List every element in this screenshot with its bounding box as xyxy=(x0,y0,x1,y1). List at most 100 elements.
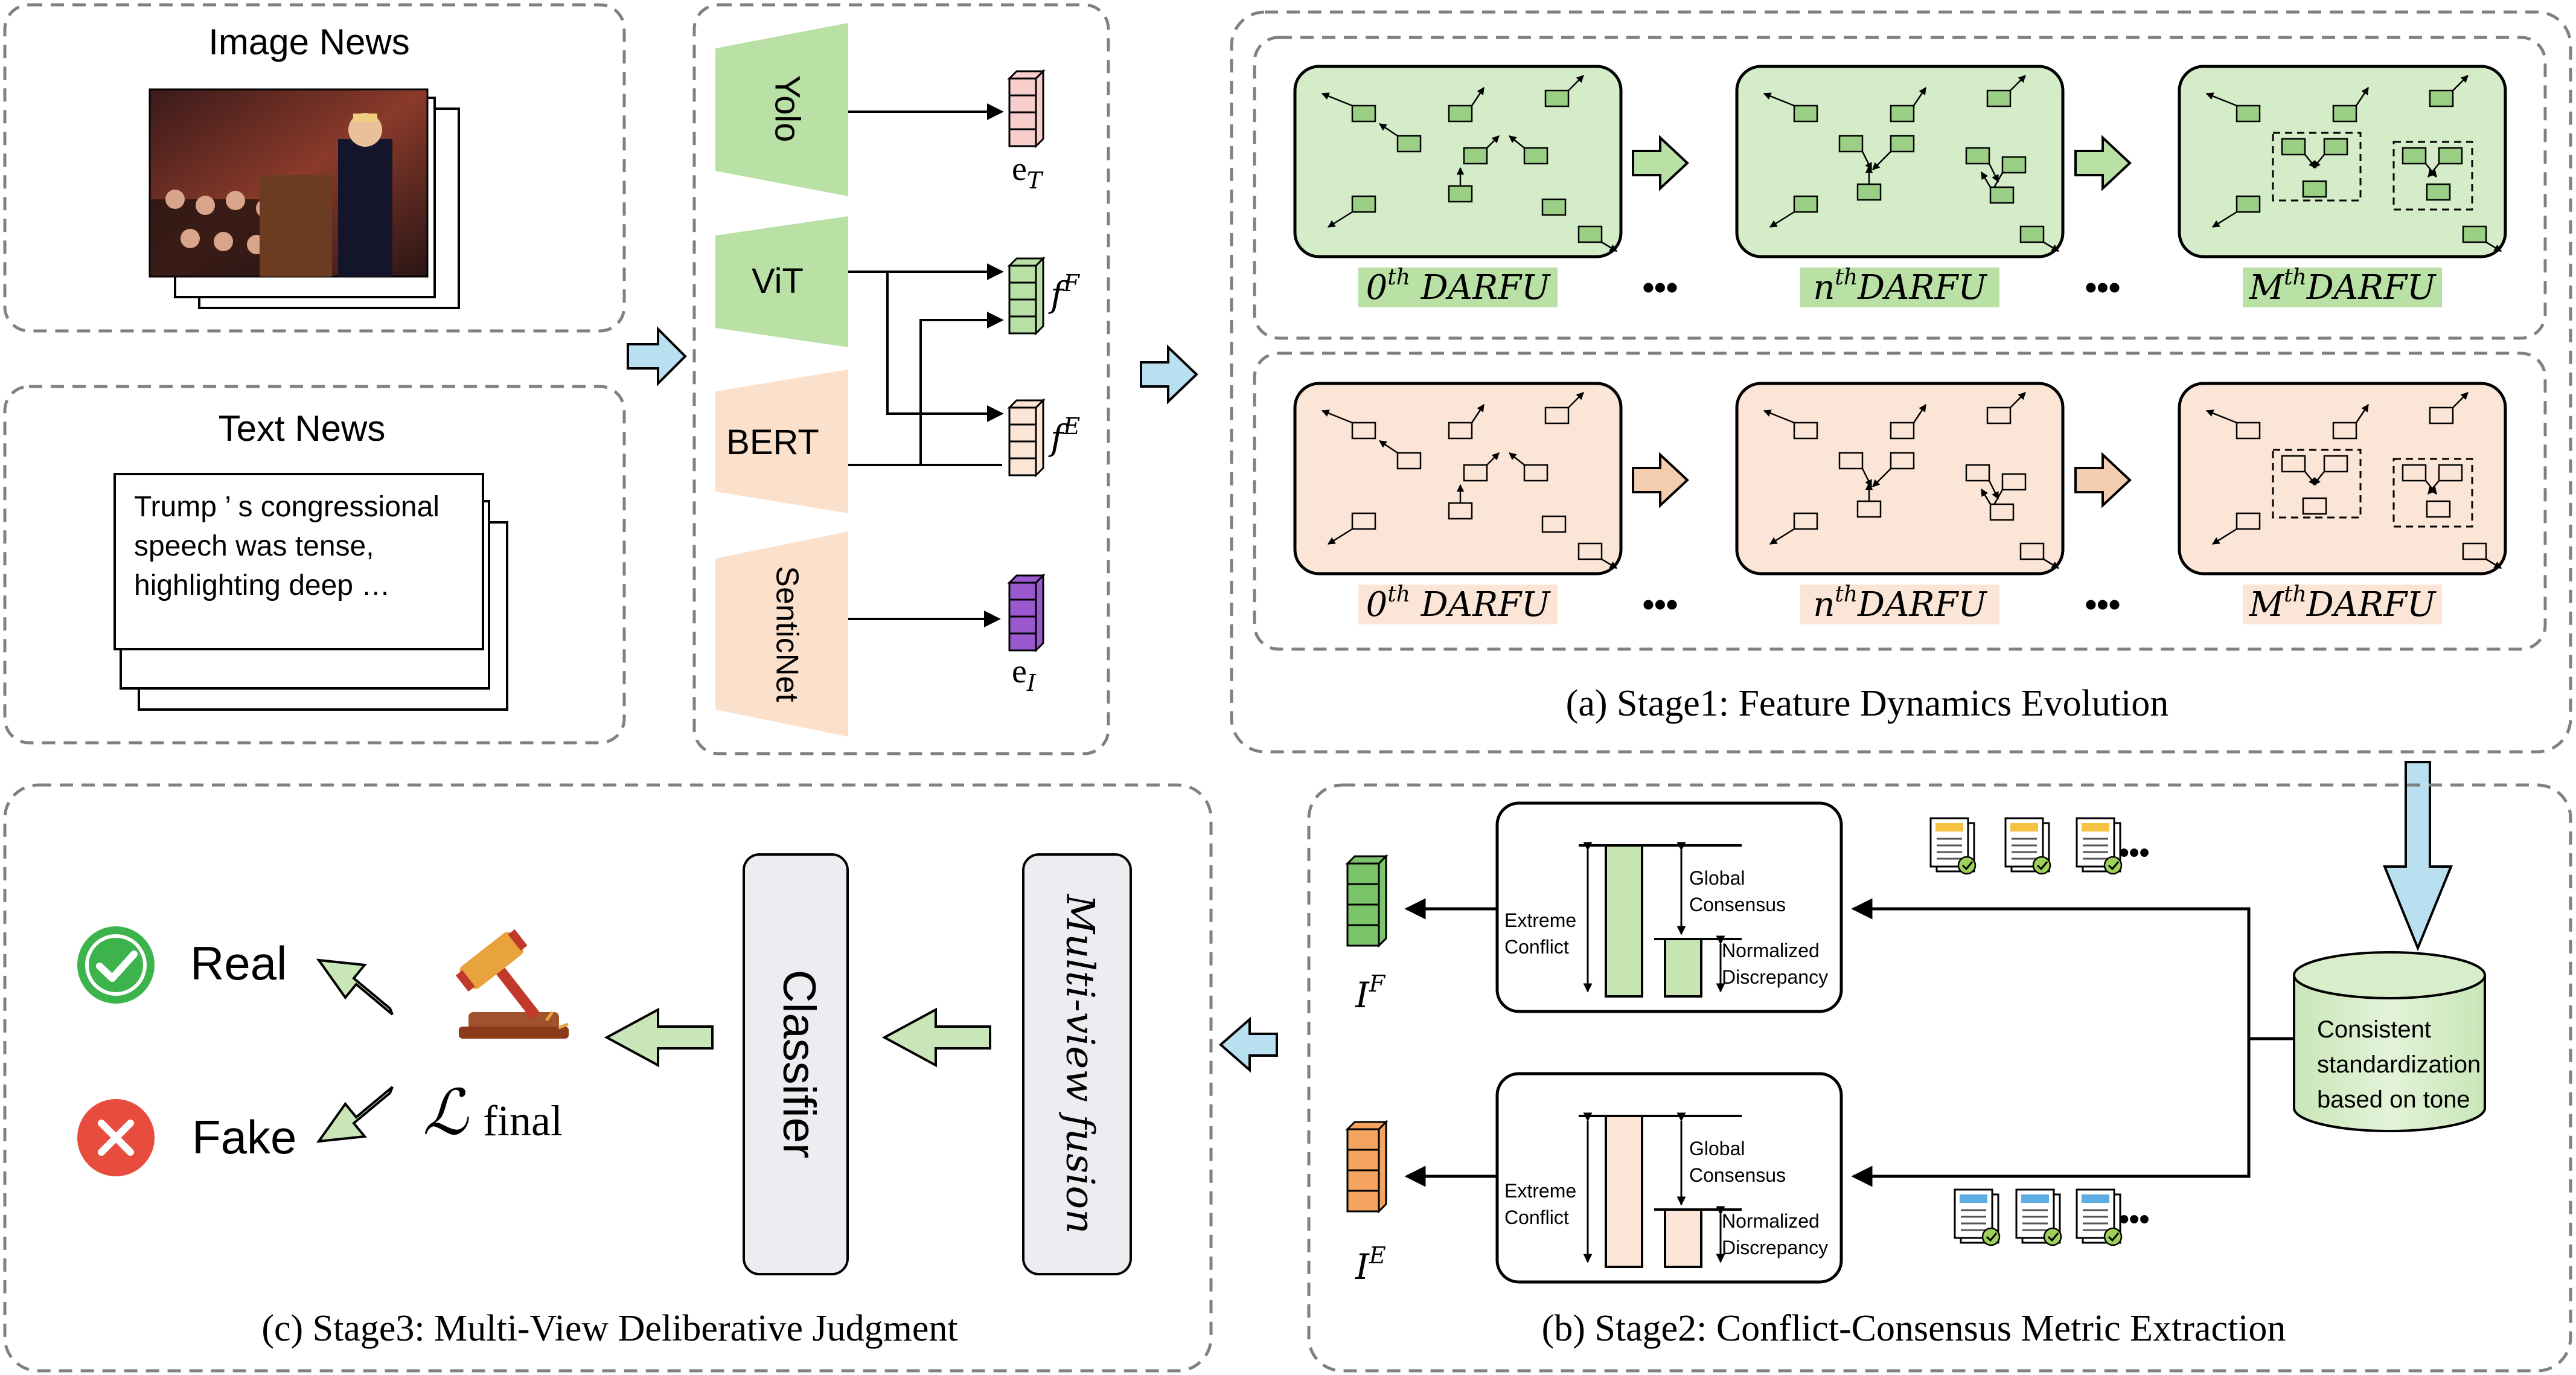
extreme-conflict-label: Conflict xyxy=(1504,936,1569,958)
normalized-discrepancy-label: Discrepancy xyxy=(1722,1237,1828,1258)
feature-cube-eT xyxy=(1007,69,1046,149)
stage2-to-stage3-arrow xyxy=(1218,1016,1278,1073)
feature-cube-fF xyxy=(1007,256,1046,336)
docs-bottom-ellipsis: ••• xyxy=(2119,1204,2149,1236)
stage3-caption: (c) Stage3: Multi-View Deliberative Judg… xyxy=(261,1308,957,1349)
stage1-to-stage2-arrow xyxy=(2383,761,2453,952)
ellipsis: ••• xyxy=(1643,585,1678,623)
fE-label: fE xyxy=(1048,413,1080,458)
evolution-arrow xyxy=(1632,452,1689,508)
visual-darfu-row: 0th DARFU nthDARFU MthDARFU ••• ••• xyxy=(1293,65,2507,307)
global-consensus-label: Consensus xyxy=(1689,894,1786,915)
bert-encoder xyxy=(715,370,848,513)
normalized-discrepancy-label: Normalized xyxy=(1722,940,1820,961)
eT-label: eT xyxy=(1012,150,1044,194)
evolution-arrow xyxy=(2074,135,2132,191)
global-consensus-label: Global xyxy=(1689,1138,1745,1159)
darfu-panel: nthDARFU xyxy=(1735,65,2065,307)
normalized-discrepancy-label: Discrepancy xyxy=(1722,966,1828,988)
to-fake-arrow xyxy=(316,1086,394,1143)
darfu-label: 0th DARFU xyxy=(1366,582,1551,624)
fF-label: fF xyxy=(1048,270,1080,315)
bert-label: BERT xyxy=(726,423,819,462)
darfu-panel: 0th DARFU xyxy=(1293,65,1623,307)
standardization-database: Consistent standardization based on tone xyxy=(2293,951,2486,1132)
eI-label: eI xyxy=(1012,653,1037,696)
stage3-panel: Multi-view fusion Classifier ℒ final xyxy=(3,783,1213,1373)
gavel-icon xyxy=(455,929,569,1039)
standardization-line-2: standardization xyxy=(2317,1051,2481,1078)
stage2-panel: Consistent standardization based on tone… xyxy=(1307,783,2572,1373)
encoder-to-stage1-arrow xyxy=(1140,344,1198,405)
stage1-text-row xyxy=(1253,351,2547,651)
stage1-caption: (a) Stage1: Feature Dynamics Evolution xyxy=(1566,683,2169,724)
loss-subscript: final xyxy=(483,1097,563,1145)
multiview-fusion-box xyxy=(1022,853,1132,1275)
darfu-label: MthDARFU xyxy=(2249,582,2437,624)
text-news-line-1: Trump ’ s congressional xyxy=(134,491,439,523)
feature-cube-eI xyxy=(1007,573,1046,653)
real-label: Real xyxy=(190,937,287,990)
ellipsis: ••• xyxy=(2085,268,2121,306)
fusion-to-classifier-arrow xyxy=(881,1007,991,1068)
cross-icon xyxy=(77,1099,155,1176)
loss-symbol: ℒ xyxy=(423,1075,469,1149)
extreme-conflict-label: Conflict xyxy=(1504,1207,1569,1228)
standardization-line-1: Consistent xyxy=(2317,1016,2431,1043)
darfu-label: 0th DARFU xyxy=(1366,265,1551,307)
fake-label: Fake xyxy=(192,1111,296,1164)
darfu-panel: 0th DARFU xyxy=(1293,382,1623,624)
tone-documents-top xyxy=(1929,817,2123,875)
global-consensus-label: Consensus xyxy=(1689,1164,1786,1186)
tone-documents-bottom xyxy=(1954,1188,2123,1246)
text-news-line-2: speech was tense, xyxy=(134,530,374,562)
feature-cube-fE xyxy=(1007,398,1046,478)
text-darfu-row: 0th DARFU nthDARFU MthDARFU ••• ••• xyxy=(1293,382,2507,624)
vit-label: ViT xyxy=(752,261,804,301)
stage2-caption: (b) Stage2: Conflict-Consensus Metric Ex… xyxy=(1542,1308,2286,1349)
text-news-card xyxy=(113,473,484,650)
extreme-conflict-label: Extreme xyxy=(1504,1180,1576,1202)
input-to-encoder-arrow xyxy=(627,326,687,386)
senticnet-label: SenticNet xyxy=(769,566,804,702)
image-news-title: Image News xyxy=(208,22,409,62)
text-news-panel: Text News Trump ’ s congressional speech… xyxy=(3,385,626,745)
evolution-arrow xyxy=(1632,135,1689,191)
yolo-label: Yolo xyxy=(768,75,807,143)
image-news-panel: Image News xyxy=(3,3,626,333)
global-consensus-label: Global xyxy=(1689,867,1745,889)
ellipsis: ••• xyxy=(1643,268,1678,306)
darfu-label: MthDARFU xyxy=(2249,265,2437,307)
vit-encoder xyxy=(715,216,848,347)
normalized-discrepancy-label: Normalized xyxy=(1722,1210,1820,1232)
to-real-arrow xyxy=(316,958,394,1016)
IF-label: IF xyxy=(1355,970,1386,1016)
evolution-arrow xyxy=(2074,452,2132,508)
ellipsis: ••• xyxy=(2085,585,2121,623)
classifier-box xyxy=(743,853,849,1275)
extreme-conflict-label: Extreme xyxy=(1504,909,1576,931)
stage1-visual-row xyxy=(1253,36,2547,340)
darfu-panel: MthDARFU xyxy=(2178,65,2507,307)
yolo-encoder xyxy=(715,23,848,196)
senticnet-encoder xyxy=(715,531,848,737)
darfu-panel: nthDARFU xyxy=(1735,382,2065,624)
standardization-line-3: based on tone xyxy=(2317,1086,2470,1113)
darfu-panel: MthDARFU xyxy=(2178,382,2507,624)
classifier-to-loss-arrow xyxy=(604,1007,714,1068)
classifier-label: Classifier xyxy=(773,970,825,1159)
multiview-fusion-label: Multi-view fusion xyxy=(1058,894,1102,1234)
docs-top-ellipsis: ••• xyxy=(2119,837,2149,869)
darfu-label: nthDARFU xyxy=(1813,265,1987,307)
encoder-panel: Yolo ViT BERT SenticNet eT fF fE eI xyxy=(692,3,1110,755)
text-news-title: Text News xyxy=(219,408,386,449)
metric-cube-IE xyxy=(1345,1120,1389,1214)
metric-cube-IF xyxy=(1345,854,1389,948)
text-news-line-3: highlighting deep … xyxy=(134,569,390,601)
darfu-label: nthDARFU xyxy=(1813,582,1987,624)
news-photo-stack xyxy=(149,88,460,309)
